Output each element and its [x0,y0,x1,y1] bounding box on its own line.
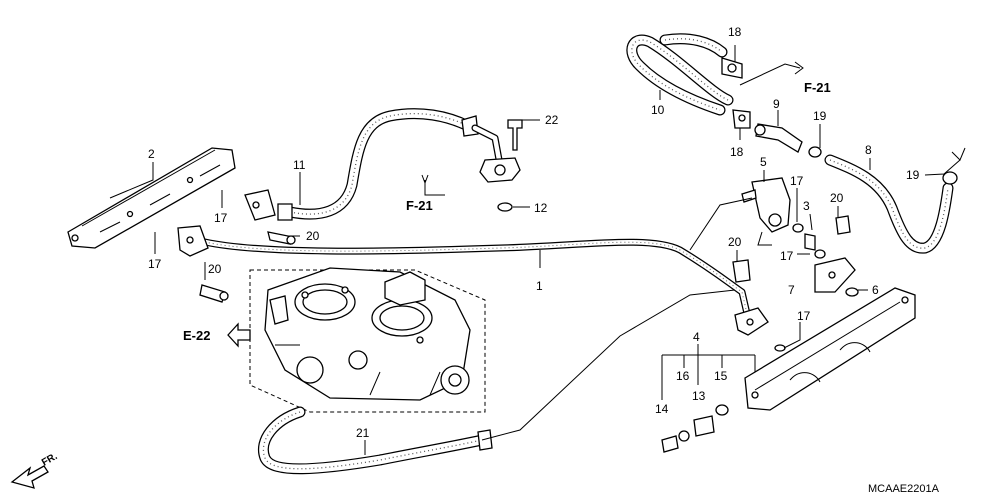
reference-f21-top: F-21 [804,80,831,95]
callout-20-c: 20 [728,235,742,249]
callout-5: 5 [760,155,767,169]
callout-6: 6 [872,283,879,297]
callout-21: 21 [356,426,370,440]
callout-20-d: 20 [830,191,844,205]
callout-17-a: 17 [214,211,228,225]
hose-11 [277,108,479,221]
throttle-body-assembly [249,267,486,413]
part-6-nut [845,287,859,297]
reference-f21-mid: F-21 [406,198,433,213]
callout-8: 8 [865,143,872,157]
callout-16: 16 [676,369,690,383]
pressure-regulator-5 [741,177,791,233]
connector-20-mid [732,259,751,283]
callout-11: 11 [293,158,306,172]
callout-12: 12 [534,201,548,215]
e22-arrow-icon [227,322,251,348]
callout-13: 13 [692,389,706,403]
fuel-rail-right [744,287,916,411]
bolt-14 [661,435,679,453]
callout-14: 14 [655,402,669,416]
washer-12 [497,202,513,212]
clamp-19-right [942,171,958,185]
bolt-13 [693,415,715,437]
callout-17-e: 17 [797,309,811,323]
reference-e22: E-22 [183,328,210,343]
hose-10 [626,33,734,116]
clamp-18-top [721,57,743,79]
bracket-left [244,189,296,245]
clamp-19-mid [808,146,822,158]
washer-16 [678,430,690,442]
callout-19-a: 19 [813,109,827,123]
front-label: FR. [40,451,60,469]
washer-15 [715,404,729,416]
f21-top-arrow-icon [794,61,804,75]
callout-19-b: 19 [906,168,920,182]
diagram-code: MCAAE2201A [868,483,940,495]
bolt-20-right [835,215,851,235]
callout-22: 22 [545,113,559,127]
o-ring-stack-3 [792,223,826,259]
callout-17-c: 17 [790,174,804,188]
callout-17-d: 17 [780,249,794,263]
leader-lines [109,45,961,455]
callout-18-a: 18 [728,25,742,39]
callout-18-b: 18 [730,145,744,159]
clamp-18-bottom [732,109,751,129]
front-arrow-icon [10,465,49,489]
joint-9 [754,123,803,153]
fuel-rail-left [67,147,236,249]
clamp-19-arrow-icon [951,147,966,161]
hose-21 [258,406,493,475]
bolt-20-left [199,284,229,303]
callout-7: 7 [788,283,795,297]
callout-10: 10 [651,103,665,117]
callout-17-b: 17 [148,257,162,271]
callout-4: 4 [693,330,700,344]
callout-3: 3 [803,199,810,213]
hose-8 [824,154,954,254]
seal-17 [774,344,786,352]
callout-20-a: 20 [306,229,320,243]
callout-15: 15 [714,369,728,383]
f21-mid-arrow-icon [421,174,429,185]
joint-connector-22 [471,119,523,183]
callout-1: 1 [536,279,543,293]
callout-2: 2 [148,147,155,161]
callout-9: 9 [773,97,780,111]
callout-20-b: 20 [208,262,222,276]
bracket-7 [814,257,856,293]
fuel-feed-pipe-1 [177,225,769,336]
